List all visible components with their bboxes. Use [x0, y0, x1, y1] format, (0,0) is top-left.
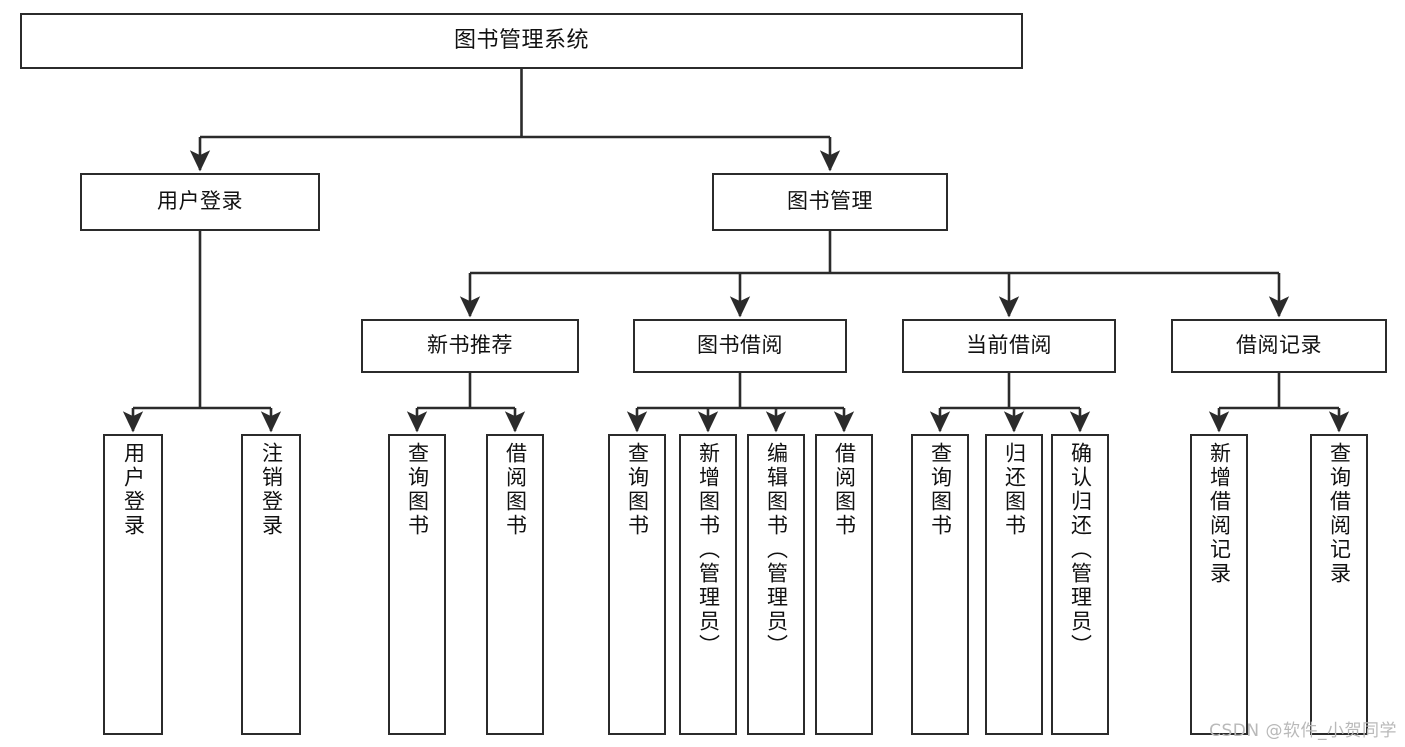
- node-login[interactable]: 用户登录: [80, 173, 320, 231]
- node-label: 用户登录: [157, 189, 243, 214]
- node-label: 注销登录: [259, 442, 284, 538]
- node-bookmgmt[interactable]: 图书管理: [712, 173, 948, 231]
- node-label: 查询图书: [928, 442, 953, 538]
- node-label: 借阅图书: [503, 442, 528, 538]
- watermark-text: CSDN @软件_小贺同学: [1209, 721, 1397, 741]
- node-label: 当前借阅: [966, 333, 1052, 358]
- node-label: 图书管理系统: [453, 27, 589, 53]
- node-newbook[interactable]: 新书推荐: [361, 319, 579, 373]
- node-l-bo-query[interactable]: 查询图书: [608, 434, 666, 735]
- node-l-bo-add[interactable]: 新增图书（管理员）: [679, 434, 737, 735]
- node-l-cu-conf[interactable]: 确认归还（管理员）: [1051, 434, 1109, 735]
- node-l-re-add[interactable]: 新增借阅记录: [1190, 434, 1248, 735]
- node-label: 查询图书: [405, 442, 430, 538]
- node-label: 新增图书（管理员）: [696, 442, 721, 658]
- node-l-nb-borrow[interactable]: 借阅图书: [486, 434, 544, 735]
- node-label: 借阅记录: [1236, 333, 1322, 358]
- node-borrow[interactable]: 图书借阅: [633, 319, 847, 373]
- node-label: 查询借阅记录: [1327, 442, 1352, 586]
- node-root[interactable]: 图书管理系统: [20, 13, 1023, 69]
- node-current[interactable]: 当前借阅: [902, 319, 1116, 373]
- node-l-cu-query[interactable]: 查询图书: [911, 434, 969, 735]
- node-label: 图书借阅: [697, 333, 783, 358]
- node-label: 归还图书: [1002, 442, 1027, 538]
- node-label: 新书推荐: [427, 333, 513, 358]
- node-l-login[interactable]: 用户登录: [103, 434, 163, 735]
- node-label: 用户登录: [121, 442, 146, 538]
- node-l-bo-lend[interactable]: 借阅图书: [815, 434, 873, 735]
- node-label: 编辑图书（管理员）: [764, 442, 789, 658]
- node-l-cu-return[interactable]: 归还图书: [985, 434, 1043, 735]
- node-label: 确认归还（管理员）: [1068, 442, 1093, 658]
- node-label: 图书管理: [787, 189, 873, 214]
- node-l-bo-edit[interactable]: 编辑图书（管理员）: [747, 434, 805, 735]
- node-label: 借阅图书: [832, 442, 857, 538]
- node-records[interactable]: 借阅记录: [1171, 319, 1387, 373]
- node-label: 新增借阅记录: [1207, 442, 1232, 586]
- node-label: 查询图书: [625, 442, 650, 538]
- node-l-nb-query[interactable]: 查询图书: [388, 434, 446, 735]
- node-l-re-query[interactable]: 查询借阅记录: [1310, 434, 1368, 735]
- node-l-logout[interactable]: 注销登录: [241, 434, 301, 735]
